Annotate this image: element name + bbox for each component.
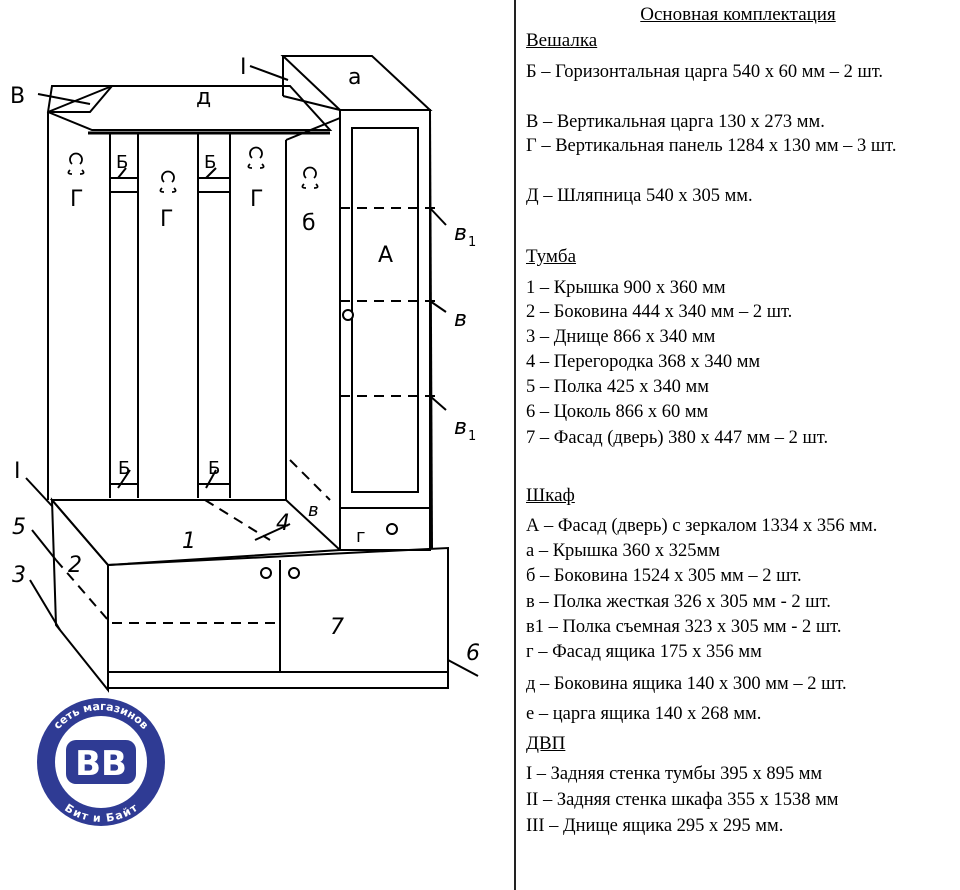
spec-item: е – царга ящика 140 х 268 мм. <box>526 704 762 724</box>
spec-item: Д – Шляпница 540 х 305 мм. <box>526 186 753 206</box>
section-heading-tumba: Тумба <box>526 246 577 267</box>
spec-title: Основная комплектация <box>640 4 836 25</box>
spec-item: 4 – Перегородка 368 х 340 мм <box>526 352 761 372</box>
label-2: 2 <box>68 553 82 578</box>
spec-item: в – Полка жесткая 326 х 305 мм - 2 шт. <box>526 592 831 612</box>
spec-item: II – Задняя стенка шкафа 355 х 1538 мм <box>526 790 839 810</box>
spec-item: 2 – Боковина 444 х 340 мм – 2 шт. <box>526 302 793 322</box>
label-b-side: б <box>302 211 316 236</box>
label-g-mid: Г <box>160 207 173 232</box>
label-5: 5 <box>12 515 26 540</box>
label-g-left: Г <box>70 187 83 212</box>
section-heading-shkaf: Шкаф <box>526 485 575 506</box>
label-v-lower: в <box>308 500 319 521</box>
label-v1-bot-sub: 1 <box>468 429 476 444</box>
door-knob-icon <box>386 523 398 535</box>
label-1: 1 <box>182 529 196 554</box>
spec-item: III – Днище ящика 295 х 295 мм. <box>526 816 784 836</box>
door-knob-icon <box>342 309 354 321</box>
label-B-top2: Б <box>204 152 216 173</box>
label-v-top: В <box>10 84 25 109</box>
label-I-top: I <box>240 55 247 80</box>
logo-mark: ВВ <box>75 744 127 784</box>
label-a: а <box>348 65 361 90</box>
label-6: 6 <box>466 641 480 666</box>
store-logo: ВВ сеть магазинов Бит и Байт <box>37 698 165 826</box>
label-B-bot1: Б <box>118 458 130 479</box>
spec-item: в1 – Полка съемная 323 х 305 мм - 2 шт. <box>526 617 842 637</box>
hook-icon <box>159 170 177 193</box>
spec-item: 6 – Цоколь 866 х 60 мм <box>526 402 709 422</box>
hanger-outline <box>47 85 113 500</box>
spec-item: а – Крышка 360 х 325мм <box>526 541 720 561</box>
label-g-right: Г <box>250 187 263 212</box>
label-4: 4 <box>276 511 290 536</box>
label-B-top1: Б <box>116 152 128 173</box>
spec-item: 1 – Крышка 900 х 360 мм <box>526 278 726 298</box>
section-heading-veshalka: Вешалка <box>526 30 598 51</box>
label-v1-top: в <box>454 221 467 246</box>
label-v1-bot: в <box>454 415 467 440</box>
spec-item: В – Вертикальная царга 130 х 273 мм. <box>526 112 825 132</box>
hat-shelf <box>46 85 333 131</box>
spec-item: 3 – Днище 866 х 340 мм <box>526 327 716 347</box>
label-d: д <box>196 85 211 110</box>
label-v1-top-sub: 1 <box>468 235 476 250</box>
spec-item: б – Боковина 1524 х 305 мм – 2 шт. <box>526 566 802 586</box>
label-g-drawer: г <box>356 526 365 547</box>
spec-item: А – Фасад (дверь) с зеркалом 1334 х 356 … <box>526 516 878 536</box>
label-3: 3 <box>12 563 26 588</box>
hook-icon <box>301 166 319 189</box>
section-heading-dvp: ДВП <box>526 733 566 754</box>
spec-item: д – Боковина ящика 140 х 300 мм – 2 шт. <box>526 674 847 694</box>
label-I-left: I <box>14 459 21 484</box>
hook-icon <box>247 146 265 169</box>
hook-icon <box>67 152 85 175</box>
label-B-bot2: Б <box>208 458 220 479</box>
column-divider <box>514 0 516 890</box>
furniture-drawing: I В д а Г Г Г б Б Б Б Б А в 1 в в 1 в г … <box>10 55 480 826</box>
spec-item: Г – Вертикальная панель 1284 х 130 мм – … <box>526 136 897 156</box>
spec-item: I – Задняя стенка тумбы 395 х 895 мм <box>526 764 823 784</box>
label-v-mid: в <box>454 307 467 332</box>
spec-item: 5 – Полка 425 х 340 мм <box>526 377 709 397</box>
door-knob-icon <box>288 567 300 579</box>
spec-item: г – Фасад ящика 175 х 356 мм <box>526 642 762 662</box>
label-7: 7 <box>330 615 344 640</box>
spec-item: 7 – Фасад (дверь) 380 х 447 мм – 2 шт. <box>526 428 829 448</box>
label-A: А <box>378 243 393 268</box>
door-knob-icon <box>260 567 272 579</box>
spec-item: Б – Горизонтальная царга 540 х 60 мм – 2… <box>526 62 884 82</box>
